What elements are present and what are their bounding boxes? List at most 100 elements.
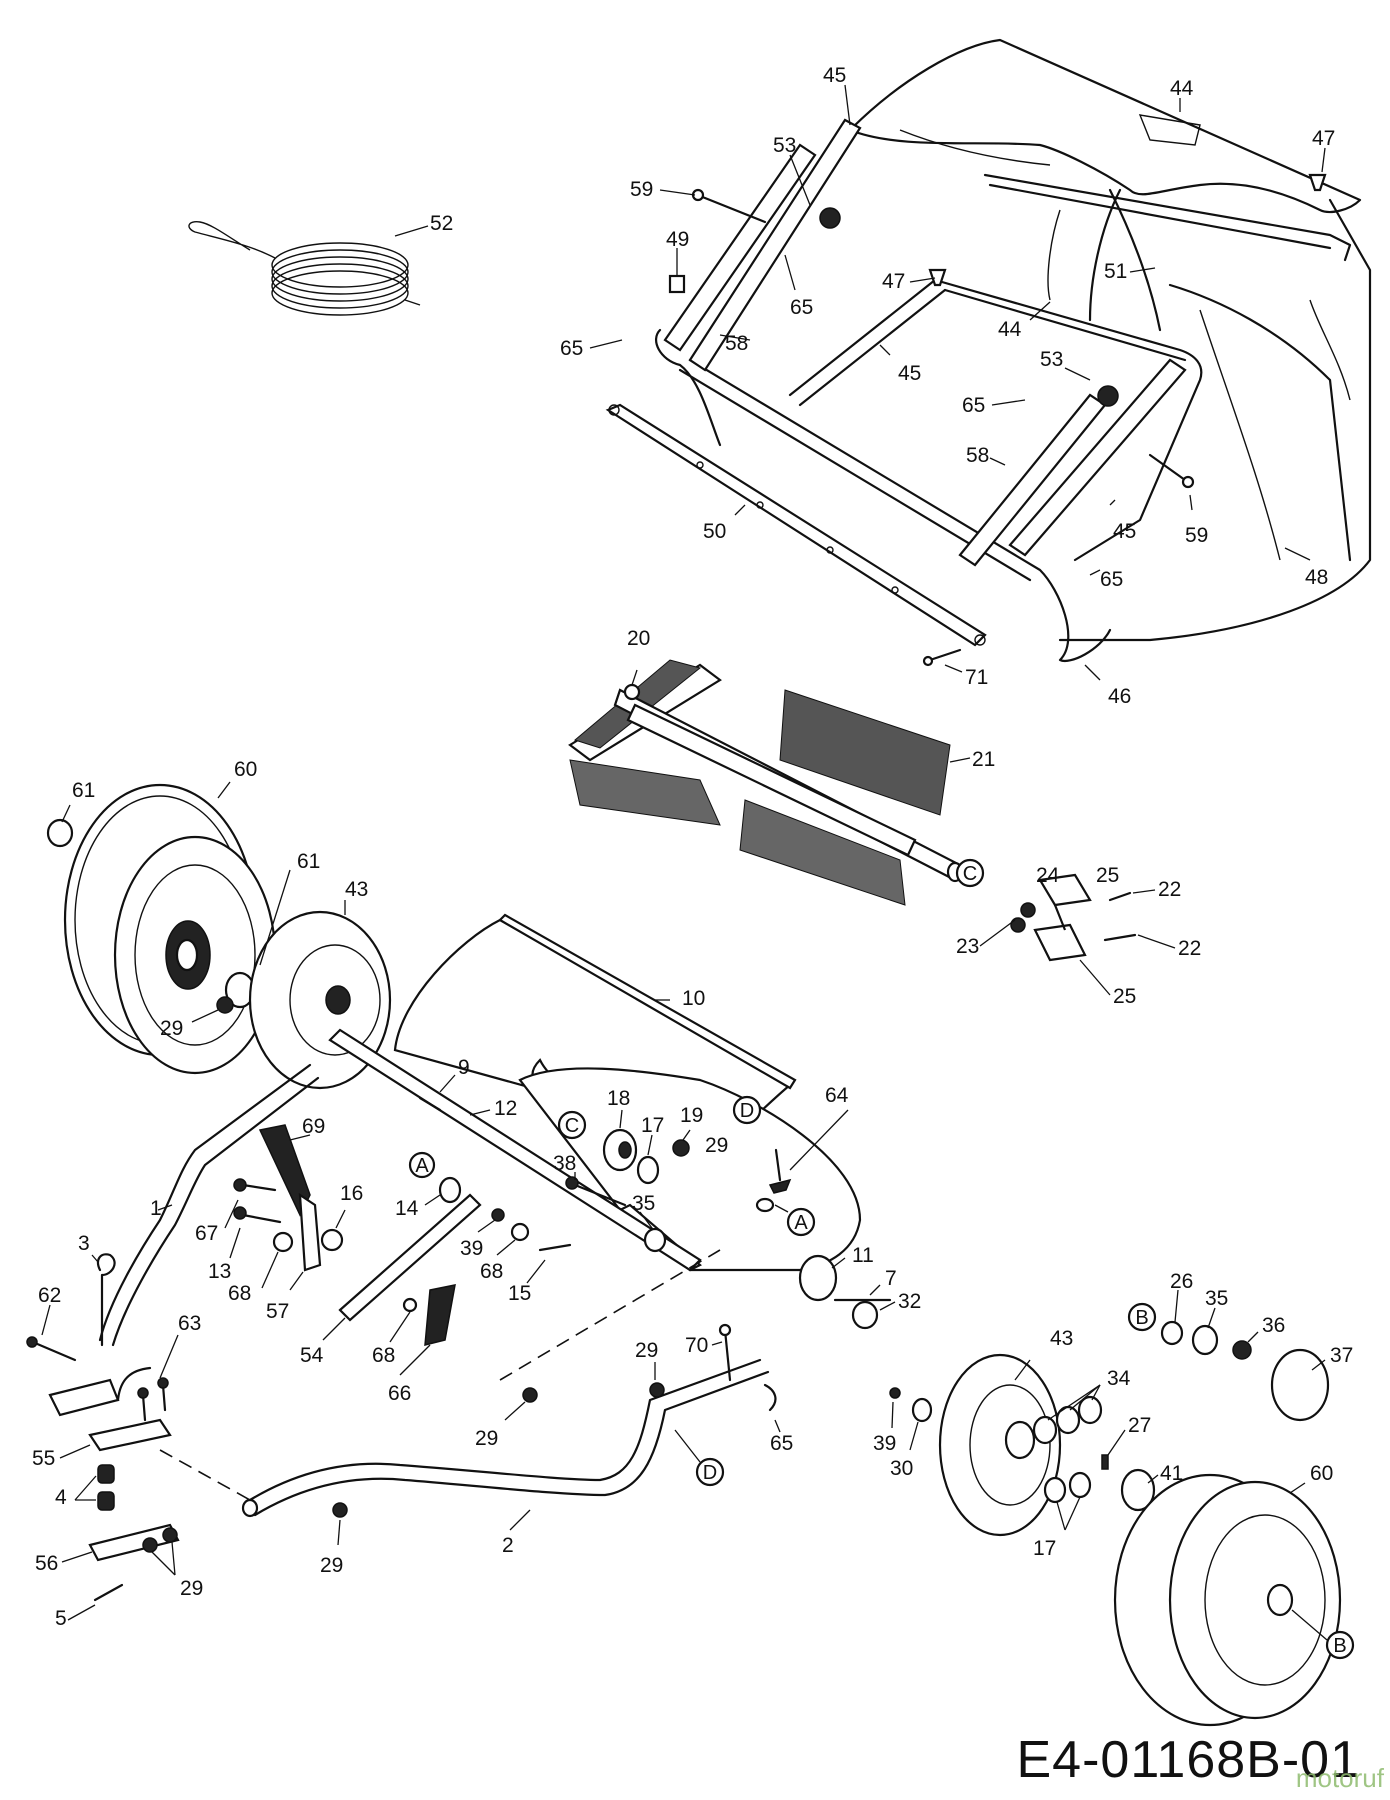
svg-text:47: 47 xyxy=(1312,127,1335,150)
svg-text:18: 18 xyxy=(607,1087,630,1110)
svg-text:D: D xyxy=(740,1100,754,1122)
svg-text:21: 21 xyxy=(972,748,995,771)
grass-bag-assembly: 45 44 47 53 59 49 65 65 58 47 51 44 45 5… xyxy=(560,38,1372,708)
svg-text:35: 35 xyxy=(1205,1287,1228,1310)
svg-text:15: 15 xyxy=(508,1282,531,1305)
svg-text:49: 49 xyxy=(666,228,689,251)
svg-text:65: 65 xyxy=(962,394,985,417)
svg-text:22: 22 xyxy=(1158,878,1181,901)
svg-text:17: 17 xyxy=(1033,1537,1056,1560)
svg-text:66: 66 xyxy=(388,1382,411,1405)
svg-text:29: 29 xyxy=(320,1554,343,1577)
svg-text:69: 69 xyxy=(302,1115,325,1138)
svg-text:71: 71 xyxy=(965,666,988,689)
svg-text:60: 60 xyxy=(234,758,257,781)
svg-text:43: 43 xyxy=(345,878,368,901)
svg-text:7: 7 xyxy=(885,1267,897,1290)
svg-text:53: 53 xyxy=(773,134,796,157)
center-drive-parts: C D 18 17 19 29 38 35 64 A 11 7 32 xyxy=(553,1084,921,1330)
svg-text:20: 20 xyxy=(627,627,650,650)
svg-text:59: 59 xyxy=(630,178,653,201)
svg-text:58: 58 xyxy=(966,444,989,467)
svg-text:45: 45 xyxy=(823,64,846,87)
svg-text:B: B xyxy=(1333,1635,1346,1657)
diagram-code: E4-01168B-01 xyxy=(1016,1731,1360,1789)
svg-text:A: A xyxy=(794,1212,808,1234)
right-wheel-assembly: 39 30 43 34 27 41 31 33 17 60 B B 26 xyxy=(873,1270,1355,1727)
svg-text:9: 9 xyxy=(458,1056,470,1079)
svg-text:16: 16 xyxy=(340,1182,363,1205)
svg-text:57: 57 xyxy=(266,1300,289,1323)
svg-text:45: 45 xyxy=(898,362,921,385)
svg-text:29: 29 xyxy=(475,1427,498,1450)
lift-linkage: 1 69 16 67 13 68 57 54 14 A 39 68 15 68 … xyxy=(26,1063,793,1630)
svg-text:34: 34 xyxy=(1107,1367,1131,1390)
svg-text:47: 47 xyxy=(882,270,905,293)
svg-text:68: 68 xyxy=(228,1282,251,1305)
svg-text:2: 2 xyxy=(502,1534,514,1557)
left-wheel-assembly: 61 60 61 43 29 xyxy=(46,758,392,1090)
svg-text:70: 70 xyxy=(685,1334,708,1357)
svg-text:62: 62 xyxy=(38,1284,61,1307)
svg-text:44: 44 xyxy=(998,318,1022,341)
svg-text:25: 25 xyxy=(1113,985,1136,1008)
svg-text:65: 65 xyxy=(770,1432,793,1455)
svg-text:43: 43 xyxy=(1050,1327,1073,1350)
svg-text:29: 29 xyxy=(180,1577,203,1600)
part-52-cord-coil: 52 xyxy=(188,212,453,316)
svg-text:59: 59 xyxy=(1185,524,1208,547)
svg-text:65: 65 xyxy=(1100,568,1123,591)
svg-text:58: 58 xyxy=(725,332,748,355)
svg-text:44: 44 xyxy=(1170,77,1194,100)
svg-text:68: 68 xyxy=(480,1260,503,1283)
svg-text:38: 38 xyxy=(553,1152,576,1175)
svg-text:65: 65 xyxy=(790,296,813,319)
svg-text:1: 1 xyxy=(150,1197,162,1220)
svg-text:35: 35 xyxy=(632,1192,655,1215)
svg-text:36: 36 xyxy=(1262,1314,1285,1337)
svg-text:5: 5 xyxy=(55,1607,67,1630)
svg-text:41: 41 xyxy=(1160,1462,1183,1485)
svg-text:13: 13 xyxy=(208,1260,231,1283)
svg-text:55: 55 xyxy=(32,1447,55,1470)
svg-text:27: 27 xyxy=(1128,1414,1151,1437)
svg-text:22: 22 xyxy=(1178,937,1201,960)
svg-text:29: 29 xyxy=(160,1017,183,1040)
svg-text:4: 4 xyxy=(55,1486,67,1509)
svg-text:46: 46 xyxy=(1108,685,1131,708)
svg-text:17: 17 xyxy=(641,1114,664,1137)
svg-text:19: 19 xyxy=(680,1104,703,1127)
svg-text:52: 52 xyxy=(430,212,453,235)
svg-text:65: 65 xyxy=(560,337,583,360)
svg-text:68: 68 xyxy=(372,1344,395,1367)
svg-text:29: 29 xyxy=(705,1134,728,1157)
svg-text:B: B xyxy=(1135,1307,1148,1329)
svg-text:30: 30 xyxy=(890,1457,913,1480)
svg-text:60: 60 xyxy=(1310,1462,1333,1485)
svg-text:51: 51 xyxy=(1104,260,1127,283)
svg-text:54: 54 xyxy=(300,1344,324,1367)
svg-text:C: C xyxy=(963,863,977,885)
svg-text:63: 63 xyxy=(178,1312,201,1335)
svg-text:3: 3 xyxy=(78,1232,90,1255)
svg-text:39: 39 xyxy=(873,1432,896,1455)
svg-text:D: D xyxy=(703,1462,717,1484)
svg-text:12: 12 xyxy=(494,1097,517,1120)
watermark-logo: motoruf xyxy=(1295,1763,1384,1793)
svg-text:48: 48 xyxy=(1305,566,1328,589)
svg-text:14: 14 xyxy=(395,1197,419,1220)
svg-text:56: 56 xyxy=(35,1552,58,1575)
svg-text:A: A xyxy=(415,1155,429,1177)
svg-text:53: 53 xyxy=(1040,348,1063,371)
svg-text:23: 23 xyxy=(956,935,979,958)
svg-text:25: 25 xyxy=(1096,864,1119,887)
svg-text:C: C xyxy=(565,1115,579,1137)
svg-text:45: 45 xyxy=(1113,520,1136,543)
svg-text:67: 67 xyxy=(195,1222,218,1245)
housing-assembly: 10 12 9 xyxy=(328,913,862,1272)
svg-text:29: 29 xyxy=(635,1339,658,1362)
svg-text:37: 37 xyxy=(1330,1344,1353,1367)
svg-text:32: 32 xyxy=(898,1290,921,1313)
